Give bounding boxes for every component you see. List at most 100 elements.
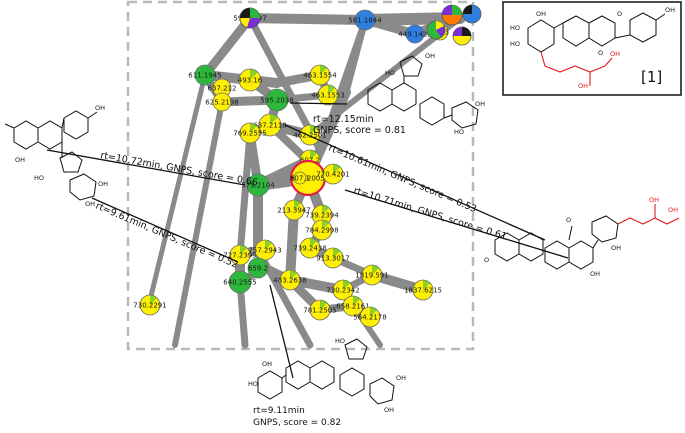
node-label: 637.2118 — [253, 122, 286, 130]
right-atom-o2: O — [566, 216, 571, 224]
node-label: 625.2198 — [205, 99, 238, 107]
node-label: 463.1553 — [311, 92, 344, 100]
network-node: 769.2555 — [233, 122, 267, 144]
node-label: 449.1425 — [398, 31, 431, 39]
network-node: 449.1425 — [398, 24, 432, 44]
ref-atom-oh4: OH — [610, 50, 620, 58]
node-circle — [354, 9, 376, 31]
node-label: 607.2005 — [291, 175, 324, 183]
pie-node — [441, 4, 463, 26]
annotation-lines — [46, 102, 569, 379]
node-label: 607.1 — [290, 175, 310, 183]
right-atom-oh2: OH — [668, 206, 678, 214]
node-label: 640.2555 — [223, 279, 256, 287]
ref-atom-o2: O — [617, 10, 622, 18]
node-label: 595.2038 — [260, 97, 293, 105]
reference-label: [1] — [641, 68, 662, 86]
right-atom-oh4: OH — [590, 270, 600, 278]
node-slice — [328, 85, 335, 95]
node-slice — [290, 270, 297, 280]
network-node: 659.2 — [247, 257, 269, 279]
mid-atom-ho: HO — [385, 69, 395, 77]
node-slice — [320, 300, 327, 310]
node-label: 581.1844 — [348, 17, 382, 25]
node-circle — [246, 173, 270, 197]
node-slice — [322, 220, 329, 230]
node-slice — [265, 240, 272, 250]
network-node: 595.2038 — [260, 88, 294, 112]
left-atom-oh2: OH — [15, 156, 25, 164]
left-atom-oh4: OH — [85, 200, 95, 208]
annotation-a6-line1: rt=9.11min — [253, 406, 305, 416]
node-circle — [194, 64, 216, 86]
node-label: 1819.591 — [355, 272, 388, 280]
right-atom-o1: O — [484, 256, 489, 264]
node-label: 727.2399 — [223, 252, 256, 260]
annotation-a2: rt=9.61min, GNPS, score = 0.52 — [94, 201, 240, 271]
node-slice — [250, 69, 258, 80]
network-node: 463.1553 — [311, 84, 345, 106]
node-slice — [370, 307, 377, 317]
network-node: 1837.6215 — [404, 279, 442, 301]
node-label: 757.2943 — [248, 247, 281, 255]
network-node: 781.2505 — [303, 299, 337, 321]
node-slice — [353, 296, 360, 306]
reference-red-sidechain — [540, 51, 613, 86]
node-slice — [150, 295, 157, 305]
node-label: 213.3947 — [277, 207, 310, 215]
node-label: 483.2638 — [273, 277, 306, 285]
node-label: 730.2342 — [326, 287, 359, 295]
ref-atom-ho2: HO — [510, 40, 520, 48]
network-node: 784.2998 — [305, 219, 339, 241]
node-slice — [322, 205, 329, 215]
node-slice — [333, 248, 340, 258]
node-label: 1837.6215 — [404, 287, 442, 295]
node-slice — [343, 280, 350, 290]
bottom-atom-oh2: OH — [396, 374, 406, 382]
node-circle — [212, 92, 232, 112]
network-frame — [126, 0, 475, 351]
node-circle — [265, 88, 289, 112]
network-node: 739.2394 — [305, 204, 339, 226]
node-label: 637.212 — [208, 85, 237, 93]
network-node: 493.16 — [238, 68, 263, 92]
node-slice — [294, 200, 301, 210]
node-slice — [423, 280, 430, 290]
pie-node — [462, 4, 482, 24]
right-atom-oh: OH — [649, 196, 659, 204]
network-node: 1819.591 — [355, 264, 389, 286]
node-circle — [247, 257, 269, 279]
node-circle — [405, 24, 425, 44]
node-label: 658.2161 — [336, 303, 369, 311]
ref-atom-oh2: OH — [665, 6, 675, 14]
structure-bottom — [257, 338, 395, 405]
mid-atom-oh2: OH — [475, 100, 485, 108]
network-node: 637.2118 — [253, 113, 287, 137]
node-label: 769.2555 — [233, 130, 266, 138]
node-label: 564.2178 — [353, 314, 386, 322]
network-node: 581.1844 — [348, 9, 382, 31]
network-node: 607.2005 — [289, 159, 327, 197]
node-circle — [228, 270, 252, 294]
network-node: 607.1 — [290, 171, 310, 185]
node-slice — [320, 65, 327, 75]
node-label: 913.3017 — [316, 255, 349, 263]
bottom-atom-oh3: OH — [384, 406, 394, 414]
right-atom-oh3: OH — [611, 244, 621, 252]
network-node: 770.4201 — [316, 163, 350, 185]
node-slice — [310, 125, 317, 135]
network-node: 658.2161 — [336, 295, 370, 317]
ref-atom-o1: O — [598, 49, 603, 57]
node-label: 739.2394 — [305, 212, 339, 220]
reference-structure-box: HO HO OH OH O O OH OH [1] — [502, 1, 682, 96]
network-node: 739.2438 — [293, 237, 327, 259]
network-node: 913.3017 — [316, 247, 350, 269]
node-slice — [240, 245, 247, 255]
pie-node — [239, 7, 261, 29]
node-label: 659.2 — [248, 265, 268, 273]
node-label: 463.1554 — [303, 72, 337, 80]
mid-atom-oh: OH — [425, 52, 435, 60]
mid-atom-ho2: HO — [454, 128, 464, 136]
ref-atom-oh3: OH — [578, 82, 588, 90]
